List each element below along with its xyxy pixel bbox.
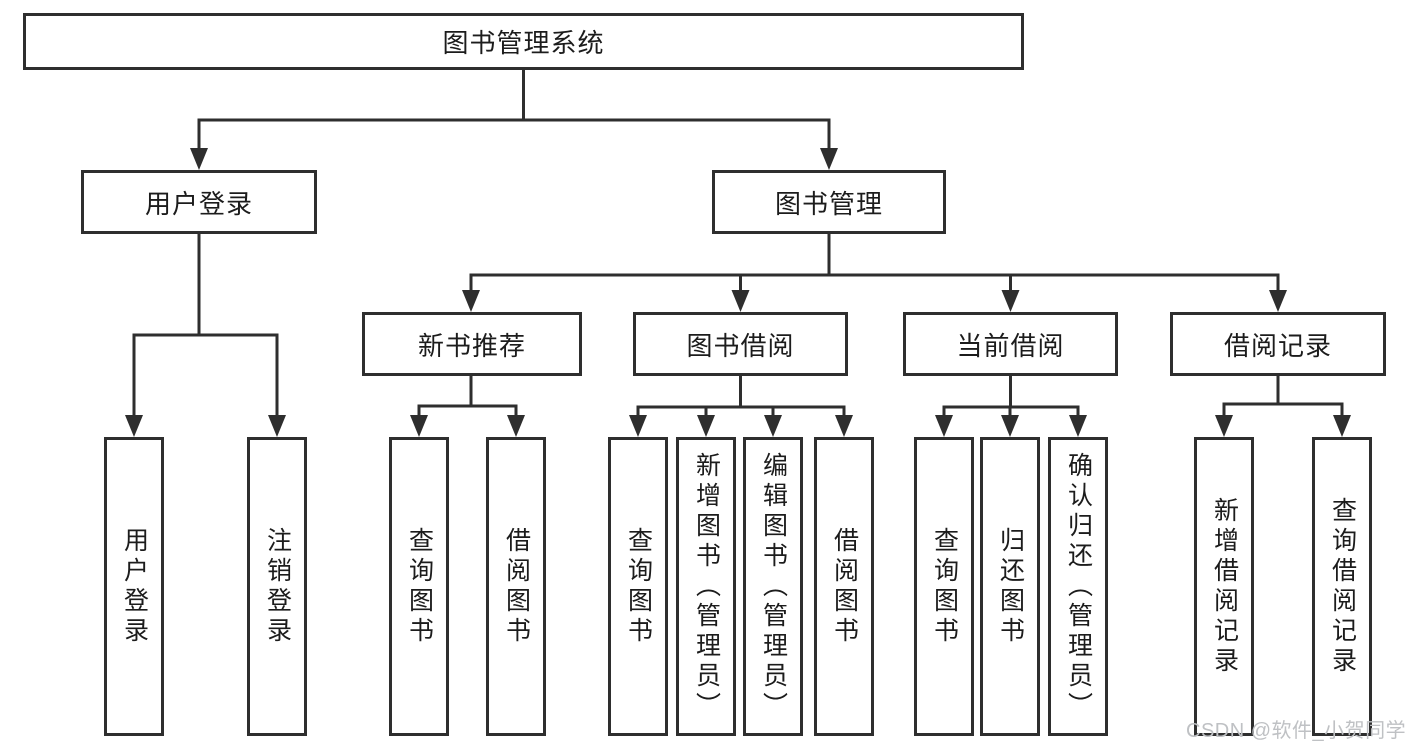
node-label: 图书借阅 [686,330,795,361]
node-leaf-confirm-return-admin: 确认归还（管理员） [1048,437,1108,736]
arrowhead-icon [462,290,480,312]
connector-line [942,376,1080,417]
node-label: 借阅图书 [830,526,859,647]
node-label: 查询图书 [930,526,959,647]
node-label: 编辑图书（管理员） [759,451,788,722]
arrowhead-icon [820,148,838,170]
connector-root-to-level2 [190,69,838,170]
arrowhead-icon [1333,415,1351,437]
node-book-management: 图书管理 [712,170,946,234]
node-label: 用户登录 [144,188,253,219]
connector-line [197,69,831,150]
arrowhead-icon [764,415,782,437]
connector-borrow-record-to-leaves [1215,376,1351,437]
arrowhead-icon [190,148,208,170]
arrowhead-icon [1069,415,1087,437]
arrowhead-icon [629,415,647,437]
node-book-borrowing: 图书借阅 [633,312,848,376]
connector-new-book-rec-to-leaves [410,376,525,437]
node-leaf-query-books-newrec: 查询图书 [389,437,449,736]
connector-current-borrow-to-leaves [935,376,1087,437]
node-label: 用户登录 [120,526,149,647]
arrowhead-icon [268,415,286,437]
connector-book-mgmt-to-level3 [462,234,1287,312]
node-label: 查询借阅记录 [1328,496,1357,677]
connector-line [417,376,518,417]
csdn-watermark: CSDN @软件_小贺同学 [1186,720,1405,742]
node-leaf-query-borrow-record: 查询借阅记录 [1312,437,1372,736]
arrowhead-icon [697,415,715,437]
connector-user-login-to-leaves [125,234,286,437]
arrowhead-icon [125,415,143,437]
node-leaf-user-login: 用户登录 [104,437,164,736]
node-user-login: 用户登录 [81,170,317,234]
arrowhead-icon [731,290,750,312]
arrowhead-icon [835,415,853,437]
node-label: 新书推荐 [417,330,526,361]
node-leaf-add-books-admin: 新增图书（管理员） [676,437,736,736]
node-label: 新增借阅记录 [1210,496,1239,677]
node-label: 确认归还（管理员） [1064,451,1093,722]
node-label: 当前借阅 [956,330,1065,361]
connector-line [636,376,846,417]
node-label: 借阅图书 [502,526,531,647]
connector-line [1222,376,1344,417]
node-leaf-query-books-current: 查询图书 [914,437,974,736]
node-label: 新增图书（管理员） [692,451,721,722]
arrowhead-icon [1001,290,1020,312]
node-leaf-add-borrow-record: 新增借阅记录 [1194,437,1254,736]
node-label: 图书管理 [774,188,883,219]
node-label: 查询图书 [624,526,653,647]
node-new-book-recommendation: 新书推荐 [362,312,582,376]
connector-book-borrow-to-leaves [629,376,853,437]
node-borrowing-records: 借阅记录 [1170,312,1386,376]
connector-line [469,234,1280,292]
arrowhead-icon [507,415,525,437]
node-label: 注销登录 [263,526,292,647]
node-leaf-return-books: 归还图书 [980,437,1040,736]
node-leaf-query-books-borrow: 查询图书 [608,437,668,736]
arrowhead-icon [1001,415,1019,437]
node-root-system: 图书管理系统 [23,13,1024,70]
node-leaf-logout: 注销登录 [247,437,307,736]
node-label: 借阅记录 [1223,330,1332,361]
node-leaf-borrow-books-newrec: 借阅图书 [486,437,546,736]
node-leaf-edit-books-admin: 编辑图书（管理员） [743,437,803,736]
node-label: 归还图书 [996,526,1025,647]
arrowhead-icon [935,415,953,437]
node-current-borrowing: 当前借阅 [903,312,1118,376]
node-label: 图书管理系统 [442,28,605,58]
arrowhead-icon [1215,415,1233,437]
arrowhead-icon [410,415,428,437]
arrowhead-icon [1269,290,1287,312]
node-label: 查询图书 [405,526,434,647]
node-leaf-borrow-books-borrow: 借阅图书 [814,437,874,736]
connector-line [132,234,279,417]
